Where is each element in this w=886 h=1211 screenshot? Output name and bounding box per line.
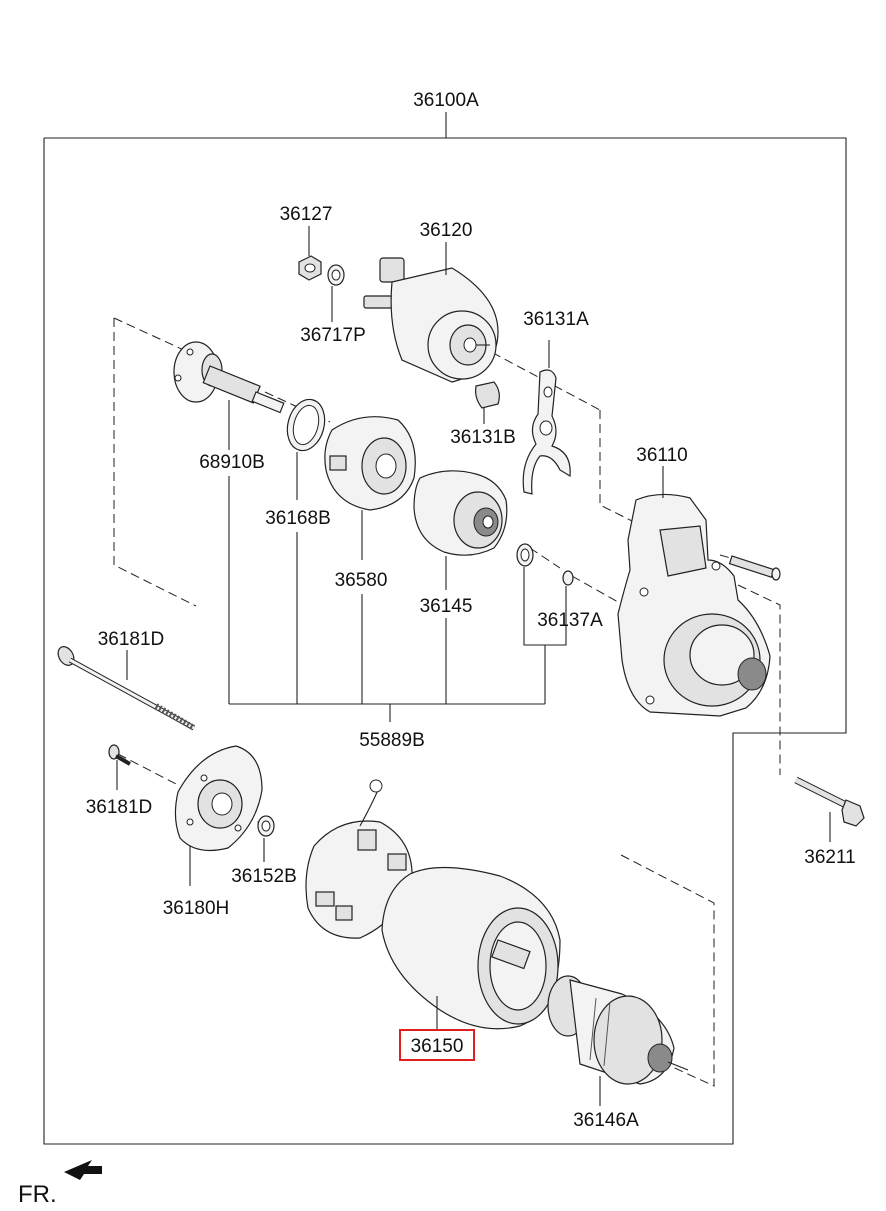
plunger-cap-36131B[interactable]	[475, 381, 500, 409]
gear-holder-36580[interactable]	[324, 416, 416, 511]
part-number-36181D-bottom[interactable]: 36181D	[86, 797, 153, 818]
part-number-36131A[interactable]: 36131A	[523, 309, 589, 330]
short-bolt-36181D[interactable]	[108, 744, 131, 766]
part-number-36146A[interactable]: 36146A	[573, 1110, 639, 1131]
assembly-number-label[interactable]: 36100A	[413, 90, 479, 111]
part-number-36110[interactable]: 36110	[636, 445, 687, 466]
yoke-36150[interactable]	[381, 866, 561, 1030]
nut-36127[interactable]	[298, 255, 322, 281]
part-number-36152B[interactable]: 36152B	[231, 866, 297, 887]
stop-ring-36137A[interactable]	[516, 543, 574, 586]
front-direction-label: FR.	[18, 1181, 57, 1208]
part-number-36168B[interactable]: 36168B	[265, 508, 331, 529]
part-number-36211[interactable]: 36211	[804, 847, 855, 868]
ring-36168B[interactable]	[282, 395, 330, 455]
highlight-box-36150	[399, 1029, 475, 1061]
washer-36717P[interactable]	[327, 264, 345, 286]
bolt-36211[interactable]	[794, 776, 865, 827]
front-housing-36110[interactable]	[617, 493, 771, 717]
shaft-68910B[interactable]	[173, 341, 285, 414]
armature-36146A[interactable]	[547, 975, 689, 1085]
long-bolt-36181D[interactable]	[55, 644, 196, 731]
part-number-36120[interactable]: 36120	[420, 220, 473, 241]
part-number-36131B[interactable]: 36131B	[450, 427, 516, 448]
solenoid-36120[interactable]	[363, 257, 499, 383]
kit-55889B-leader	[228, 476, 546, 722]
part-number-36150[interactable]: 36150	[411, 1036, 464, 1057]
part-number-36580[interactable]: 36580	[335, 570, 388, 591]
part-number-36180H[interactable]: 36180H	[163, 898, 230, 919]
screw-36110[interactable]	[728, 555, 781, 581]
part-number-36127[interactable]: 36127	[280, 204, 333, 225]
part-number-55889B[interactable]: 55889B	[359, 730, 425, 751]
rear-bracket-36180H[interactable]	[174, 745, 263, 851]
pinion-clutch-36145[interactable]	[413, 470, 508, 556]
part-number-36137A[interactable]: 36137A	[537, 610, 603, 631]
assembly-frame	[43, 112, 847, 1145]
part-number-36717P[interactable]: 36717P	[300, 325, 366, 346]
washer-36152B[interactable]	[257, 815, 275, 837]
lever-36131A[interactable]	[522, 369, 571, 495]
front-direction-arrow-icon	[64, 1160, 102, 1180]
part-number-36181D-top[interactable]: 36181D	[98, 629, 165, 650]
part-number-68910B[interactable]: 68910B	[199, 452, 265, 473]
part-number-36145[interactable]: 36145	[420, 596, 473, 617]
